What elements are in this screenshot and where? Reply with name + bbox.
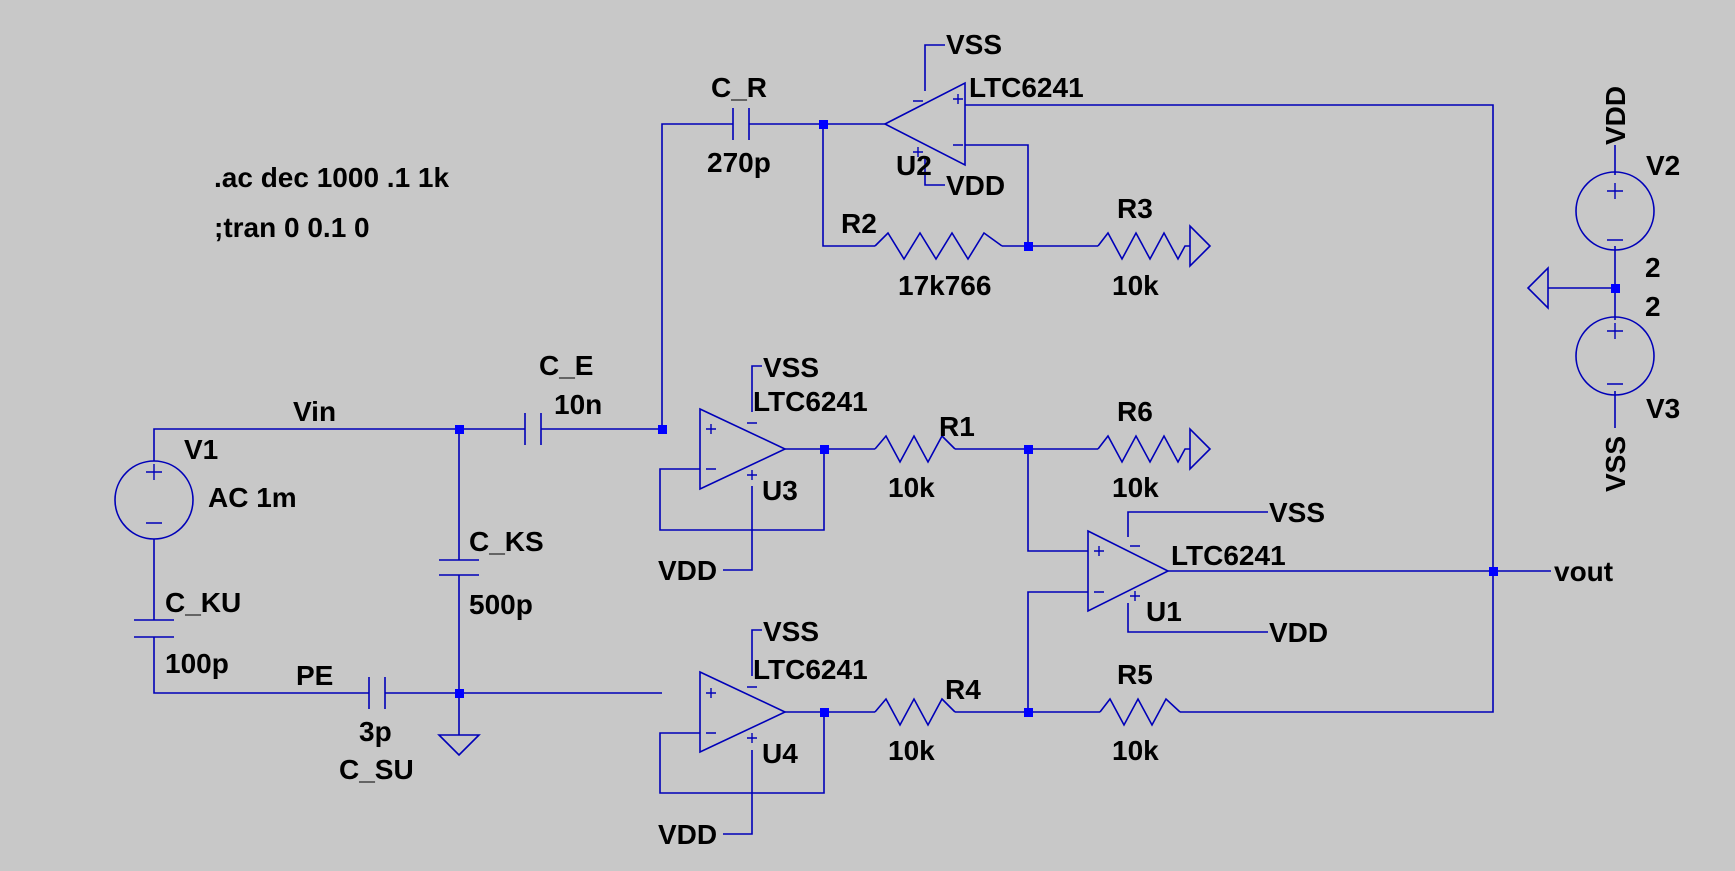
v3-value[interactable]: 2 — [1645, 291, 1661, 322]
opamp-u2[interactable] — [883, 81, 966, 167]
r6-name: R6 — [1117, 396, 1153, 427]
ground-icon — [1189, 224, 1212, 268]
u1-name: U1 — [1146, 596, 1182, 627]
u4-name: U4 — [762, 738, 798, 769]
u3-part[interactable]: LTC6241 — [753, 386, 868, 417]
junction-dot — [820, 445, 829, 454]
resistor-r3[interactable] — [1097, 231, 1190, 261]
ground-icon — [437, 734, 481, 757]
r4-value[interactable]: 10k — [888, 735, 935, 766]
opamp-u1[interactable] — [1087, 529, 1170, 613]
u4-part[interactable]: LTC6241 — [753, 654, 868, 685]
net-label-vin[interactable]: Vin — [293, 396, 336, 427]
r1-name: R1 — [939, 411, 975, 442]
c-e-value[interactable]: 10n — [554, 389, 602, 420]
u3-vss-label[interactable]: VSS — [763, 352, 819, 383]
capacitor-c-e[interactable] — [524, 413, 542, 445]
u2-part[interactable]: LTC6241 — [969, 72, 1084, 103]
c-e-name: C_E — [539, 350, 593, 381]
junction-dot — [819, 120, 828, 129]
r2-name: R2 — [841, 208, 877, 239]
v2-name: V2 — [1646, 150, 1680, 181]
voltage-source-v3[interactable] — [1575, 316, 1655, 396]
r1-value[interactable]: 10k — [888, 472, 935, 503]
resistor-r1[interactable] — [874, 434, 956, 464]
capacitor-c-r[interactable] — [732, 108, 750, 140]
r4-name: R4 — [945, 674, 981, 705]
capacitor-c-ku[interactable] — [134, 619, 174, 638]
u2-vss-label[interactable]: VSS — [946, 29, 1002, 60]
c-su-name: C_SU — [339, 754, 414, 785]
capacitor-c-su[interactable] — [368, 677, 386, 709]
tran-directive[interactable]: ;tran 0 0.1 0 — [214, 212, 370, 243]
u3-vdd-label[interactable]: VDD — [658, 555, 717, 586]
net-label-pe[interactable]: PE — [296, 660, 333, 691]
u4-vdd-label[interactable]: VDD — [658, 819, 717, 850]
ground-icon — [1189, 427, 1212, 471]
junction-dot — [1024, 242, 1033, 251]
r3-value[interactable]: 10k — [1112, 270, 1159, 301]
r6-value[interactable]: 10k — [1112, 472, 1159, 503]
opamp-u4[interactable] — [699, 670, 787, 754]
c-ku-name: C_KU — [165, 587, 241, 618]
resistor-r5[interactable] — [1099, 697, 1181, 727]
junction-dot — [820, 708, 829, 717]
junction-dot — [1024, 708, 1033, 717]
v3-net-label[interactable]: VSS — [1600, 436, 1631, 492]
r3-name: R3 — [1117, 193, 1153, 224]
c-r-value[interactable]: 270p — [707, 147, 771, 178]
junction-dot — [455, 689, 464, 698]
voltage-source-v1[interactable] — [114, 460, 194, 540]
resistor-r6[interactable] — [1097, 434, 1190, 464]
u1-vdd-label[interactable]: VDD — [1269, 617, 1328, 648]
junction-dot — [658, 425, 667, 434]
r5-value[interactable]: 10k — [1112, 735, 1159, 766]
v2-value[interactable]: 2 — [1645, 252, 1661, 283]
resistor-r2[interactable] — [874, 231, 1003, 261]
u3-name: U3 — [762, 475, 798, 506]
capacitor-c-ks[interactable] — [439, 559, 479, 576]
opamp-u3[interactable] — [699, 407, 787, 491]
v1-name: V1 — [184, 434, 218, 465]
u2-vdd-label[interactable]: VDD — [946, 170, 1005, 201]
junctions — [455, 120, 1620, 717]
r5-name: R5 — [1117, 659, 1153, 690]
junction-dot — [455, 425, 464, 434]
c-ku-value[interactable]: 100p — [165, 648, 229, 679]
v1-value[interactable]: AC 1m — [208, 482, 297, 513]
v3-name: V3 — [1646, 393, 1680, 424]
junction-dot — [1611, 284, 1620, 293]
junction-dot — [1024, 445, 1033, 454]
u1-vss-label[interactable]: VSS — [1269, 497, 1325, 528]
u1-part[interactable]: LTC6241 — [1171, 540, 1286, 571]
c-ks-name: C_KS — [469, 526, 544, 557]
u2-name: U2 — [896, 150, 932, 181]
ground-icon — [1526, 266, 1549, 310]
u4-vss-label[interactable]: VSS — [763, 616, 819, 647]
junction-dot — [1489, 567, 1498, 576]
c-ks-value[interactable]: 500p — [469, 589, 533, 620]
ac-directive[interactable]: .ac dec 1000 .1 1k — [214, 162, 450, 193]
c-su-value[interactable]: 3p — [359, 716, 392, 747]
resistor-r4[interactable] — [874, 697, 956, 727]
voltage-source-v2[interactable] — [1575, 171, 1655, 251]
net-label-vout[interactable]: vout — [1554, 556, 1613, 587]
v2-net-label[interactable]: VDD — [1600, 86, 1631, 145]
c-r-name: C_R — [711, 72, 767, 103]
r2-value[interactable]: 17k766 — [898, 270, 991, 301]
